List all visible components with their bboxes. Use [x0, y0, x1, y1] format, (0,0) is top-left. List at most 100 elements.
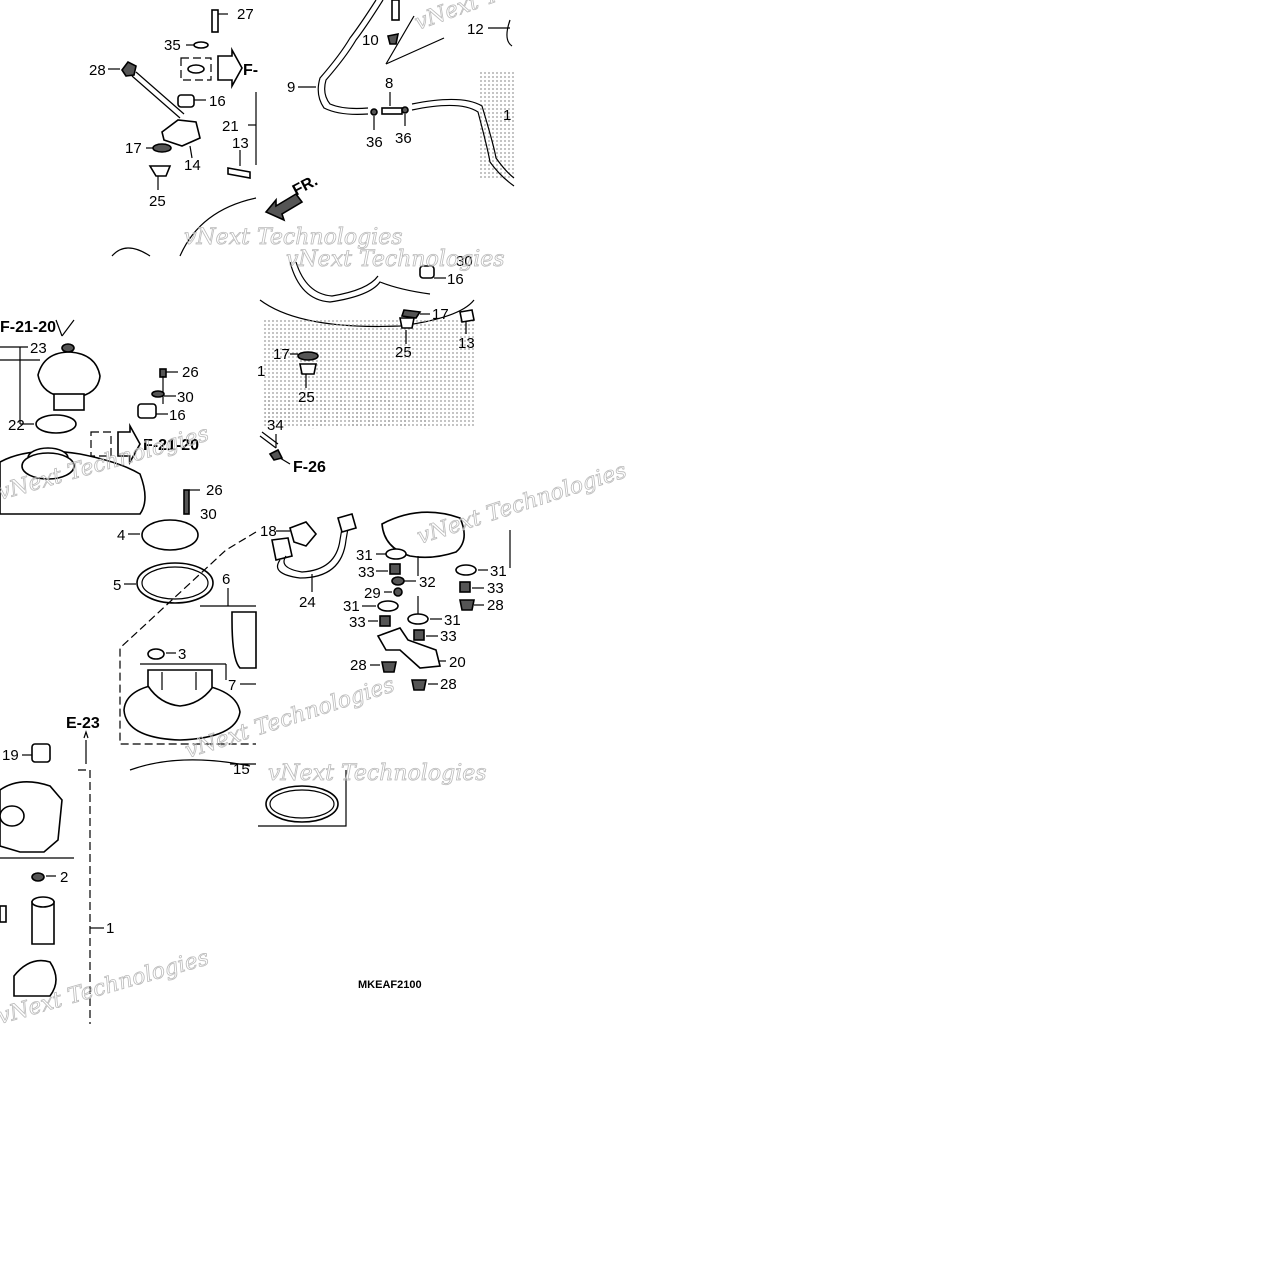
callout-33c: 33: [440, 628, 457, 645]
callout-6: 6: [222, 571, 230, 588]
watermark-hose: vNext Technologies: [414, 458, 630, 549]
tank-underside-shading: [262, 318, 474, 428]
callout-36b: 36: [395, 130, 412, 147]
callout-26b: 26: [206, 482, 223, 499]
washer-17: [152, 143, 172, 153]
callout-17: 17: [125, 140, 142, 157]
callout-25: 25: [149, 193, 166, 210]
callout-34: 34: [267, 417, 284, 434]
connector-19: [31, 743, 51, 763]
callout-23: 23: [30, 340, 47, 357]
callout-30: 30: [177, 389, 194, 406]
callout-31d: 31: [490, 563, 507, 580]
ref-f21-mid: F-21-20: [143, 437, 199, 454]
callout-14: 14: [184, 157, 201, 174]
callout-32: 32: [419, 574, 436, 591]
ref-e23: E-23: [66, 715, 100, 732]
washer-30: [151, 390, 165, 398]
callout-30c: 30: [200, 506, 217, 523]
washer-35: [193, 41, 209, 49]
watermark-text: vNext Technologies: [184, 225, 403, 250]
o-ring-lower: [265, 785, 339, 823]
clip-13: [459, 309, 475, 323]
callout-16c: 16: [169, 407, 186, 424]
quick-connector-18: [289, 521, 318, 547]
callout-25c: 25: [298, 389, 315, 406]
tile-fuel-cap-mount: [108, 9, 257, 257]
tile-fuel-pump: [0, 519, 257, 1024]
callout-29: 29: [364, 585, 381, 602]
grommet-16: [177, 94, 195, 108]
ref-box-mid: [90, 431, 112, 457]
front-arrow-icon: [264, 192, 304, 222]
watermark-lower: vNext Technologies: [268, 761, 487, 786]
callout-28: 28: [89, 62, 106, 79]
tile-fuel-hose-mount: [258, 511, 511, 827]
callout-9: 9: [287, 79, 295, 96]
fuel-cap-23: [37, 351, 101, 399]
callout-28c: 28: [440, 676, 457, 693]
callout-31a: 31: [356, 547, 373, 564]
callout-1: 1: [106, 920, 114, 937]
gasket-22: [35, 414, 77, 434]
cap-neck: [53, 393, 85, 411]
callout-17b: 17: [432, 306, 449, 323]
bolt-27: [211, 9, 219, 33]
callout-28d: 28: [487, 597, 504, 614]
callout-35: 35: [164, 37, 181, 54]
filter-7: [231, 611, 257, 669]
brand-logo: HONDA: [262, 386, 431, 438]
callout-27: 27: [237, 6, 254, 23]
callout-25b: 25: [395, 344, 412, 361]
pump-motor: [31, 901, 55, 945]
spring-13: [227, 167, 251, 179]
callout-31b: 31: [343, 598, 360, 615]
callout-33a: 33: [358, 564, 375, 581]
callout-18: 18: [260, 523, 277, 540]
callout-11: 1: [503, 107, 511, 124]
joint-8: [381, 107, 403, 115]
callout-13: 13: [232, 135, 249, 152]
bracket-14: [161, 119, 201, 147]
stay-20: [376, 627, 442, 669]
callout-24: 24: [299, 594, 316, 611]
ref-f21-left: F-21-20: [0, 319, 56, 336]
nut-28: [121, 60, 137, 77]
callout-17c: 17: [273, 346, 290, 363]
callout-16: 16: [209, 93, 226, 110]
tile-fuel-cap: [0, 319, 200, 515]
tile-breather-hoses: [298, 0, 515, 187]
callout-2: 2: [60, 869, 68, 886]
callout-1b: 1: [257, 363, 265, 380]
packing-5: [136, 562, 214, 604]
callout-26: 26: [182, 364, 199, 381]
o-ring-2: [31, 872, 45, 882]
callout-36a: 36: [366, 134, 383, 151]
ref-f21-top: F-: [243, 62, 258, 79]
collar-25: [148, 165, 172, 177]
callout-21: 21: [222, 118, 239, 135]
tile-tank-underside: HONDA: [259, 261, 475, 465]
callout-15: 15: [233, 761, 250, 778]
o-ring-3: [147, 648, 165, 660]
callout-16b: 16: [447, 271, 464, 288]
callout-33b: 33: [349, 614, 366, 631]
callout-10: 10: [362, 32, 379, 49]
callout-13b: 13: [458, 335, 475, 352]
clip-10: [387, 32, 400, 45]
callout-8: 8: [385, 75, 393, 92]
ref-arrow-mid: [117, 422, 141, 466]
diagram-code: MKEAF2100: [358, 979, 422, 991]
callout-3: 3: [178, 646, 186, 663]
callout-30a: 30: [456, 253, 473, 270]
ref-box-top: [180, 57, 212, 81]
watermark-mid: vNext Technologies: [286, 247, 505, 272]
callout-22: 22: [8, 417, 25, 434]
callout-20: 20: [449, 654, 466, 671]
callout-4: 4: [117, 527, 125, 544]
ref-f26: F-26: [293, 459, 326, 476]
callout-7: 7: [228, 677, 236, 694]
pump-strainer: [13, 959, 57, 997]
